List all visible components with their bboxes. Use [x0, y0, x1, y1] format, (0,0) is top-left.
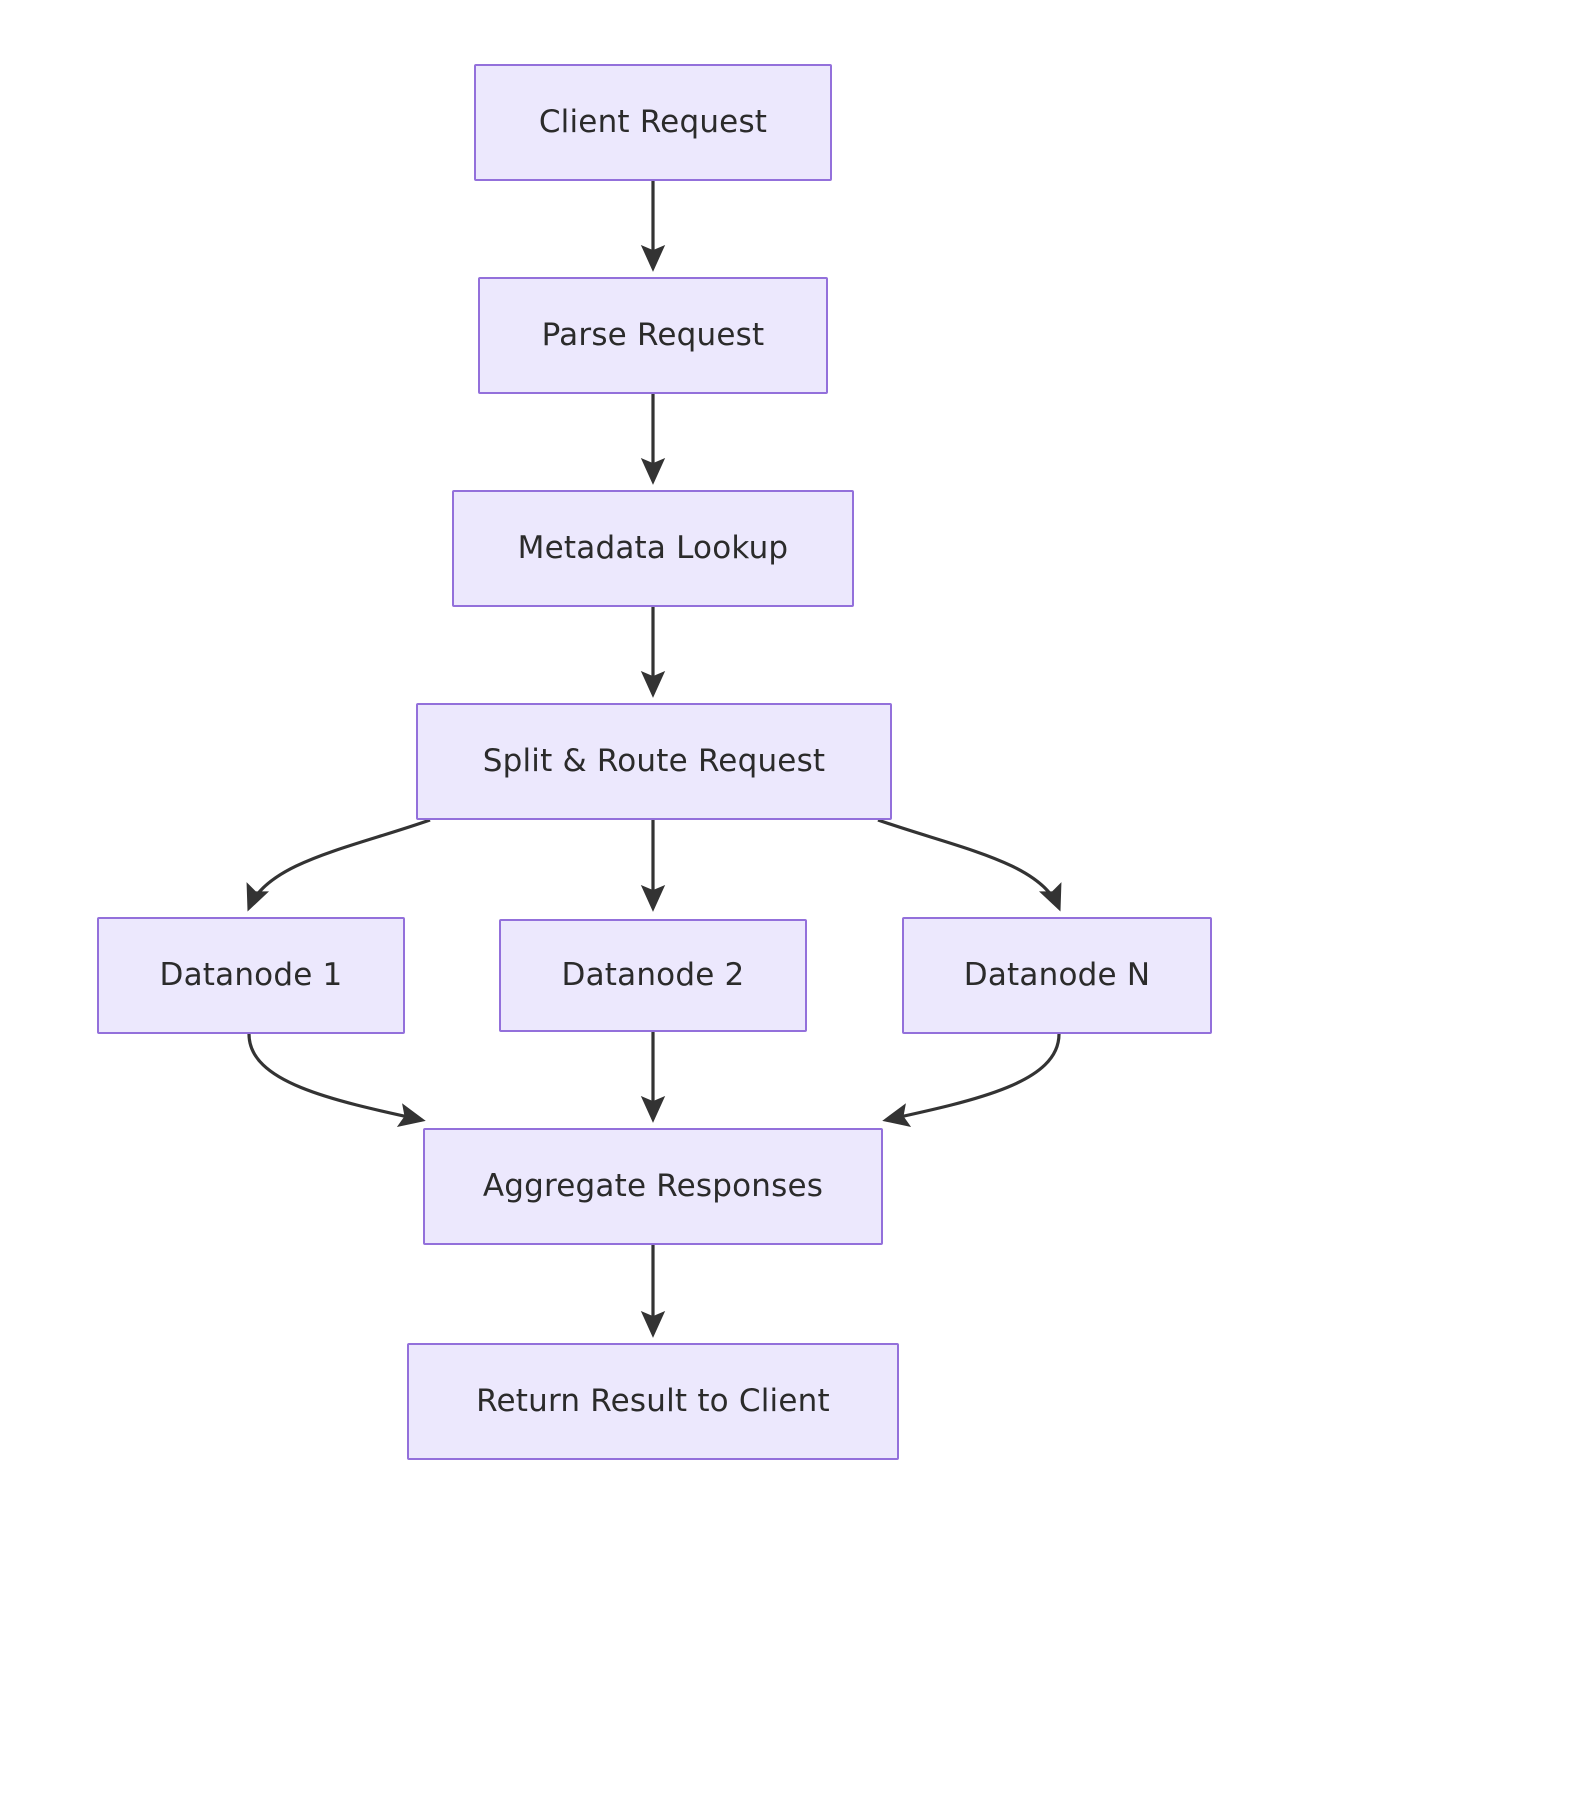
edge-datanode-n-to-aggregate-responses [882, 1033, 1061, 1127]
node-datanode-1-label: Datanode 1 [159, 957, 343, 994]
node-client-request[interactable]: Client Request [474, 64, 832, 181]
node-split-route-request[interactable]: Split & Route Request [416, 703, 892, 820]
edge-split-route-request-to-datanode-n [877, 818, 1062, 912]
node-split-route-request-label: Split & Route Request [482, 743, 826, 780]
node-return-result[interactable]: Return Result to Client [407, 1343, 899, 1460]
node-aggregate-responses[interactable]: Aggregate Responses [423, 1128, 883, 1245]
node-datanode-2[interactable]: Datanode 2 [499, 919, 807, 1032]
edge-datanode-1-to-aggregate-responses [247, 1033, 426, 1127]
node-parse-request[interactable]: Parse Request [478, 277, 828, 394]
node-metadata-lookup-label: Metadata Lookup [517, 530, 789, 567]
node-parse-request-label: Parse Request [541, 317, 765, 354]
node-client-request-label: Client Request [538, 104, 768, 141]
node-datanode-2-label: Datanode 2 [561, 957, 745, 994]
node-datanode-n[interactable]: Datanode N [902, 917, 1212, 1034]
node-metadata-lookup[interactable]: Metadata Lookup [452, 490, 854, 607]
node-aggregate-responses-label: Aggregate Responses [482, 1168, 824, 1205]
node-datanode-1[interactable]: Datanode 1 [97, 917, 405, 1034]
node-return-result-label: Return Result to Client [476, 1383, 830, 1420]
edge-split-route-request-to-datanode-1 [246, 818, 431, 912]
node-datanode-n-label: Datanode N [963, 957, 1151, 994]
